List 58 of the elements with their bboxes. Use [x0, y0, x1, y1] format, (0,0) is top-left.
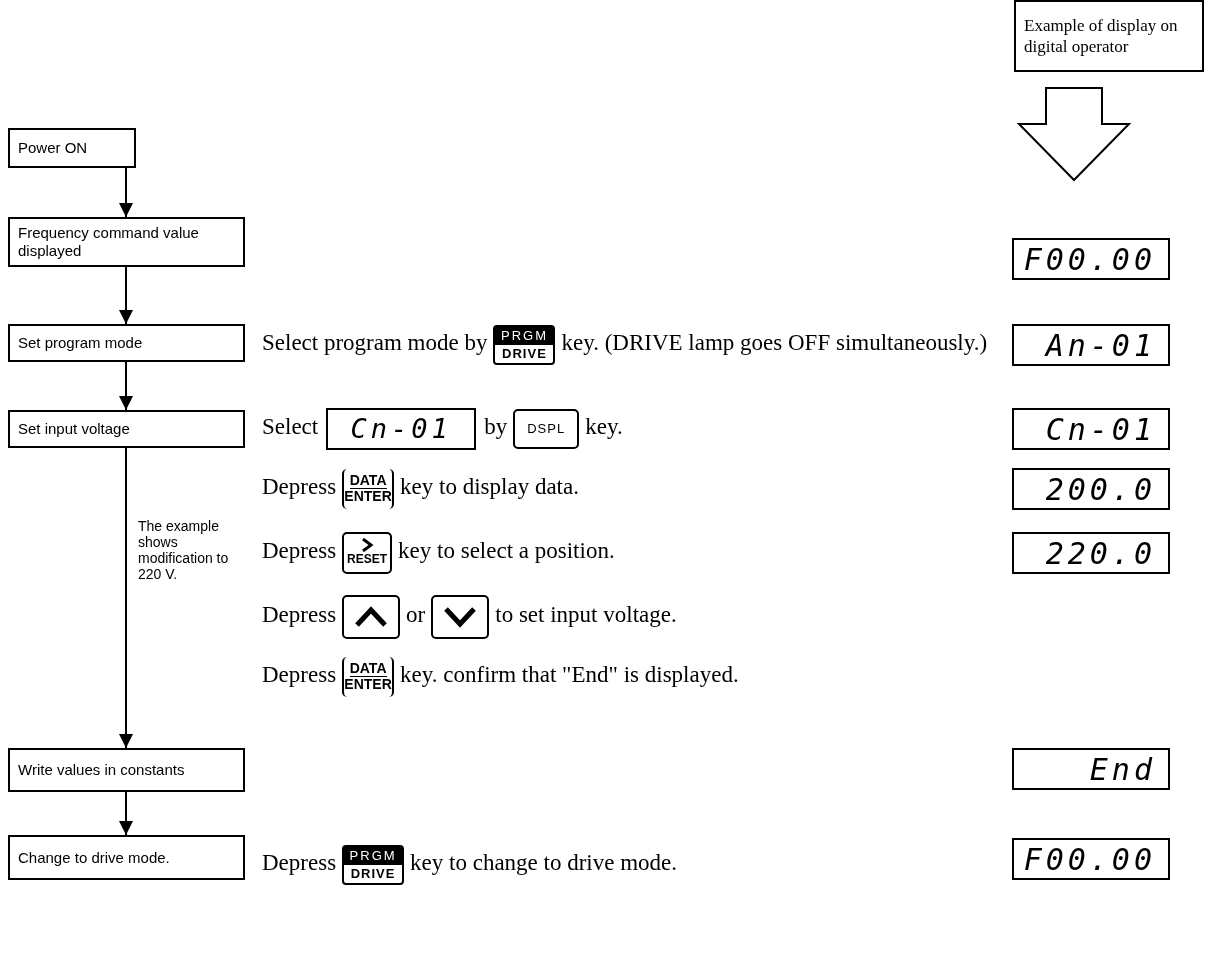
- arrow: [119, 361, 133, 411]
- hollow-arrow: [1016, 87, 1132, 182]
- instruction-text: Select: [262, 414, 319, 439]
- instruction-text: Select program mode by: [262, 330, 488, 355]
- instruction-text: Depress: [262, 538, 337, 563]
- process-box: [8, 410, 245, 448]
- instruction-text: by: [484, 414, 508, 439]
- instruction-text: Depress: [262, 474, 337, 499]
- instruction-text: Depress: [262, 850, 337, 875]
- display-readout: 200.0: [1045, 471, 1156, 507]
- display-readout: Cn-01: [1045, 411, 1156, 447]
- display-readout: End: [1089, 751, 1156, 787]
- process-box: [8, 748, 245, 792]
- display-screen: [1012, 468, 1170, 510]
- process-box: [8, 324, 245, 362]
- keypad-key: DATA ENTER: [342, 656, 395, 697]
- step-text: Write values in constants: [18, 761, 185, 779]
- instruction-text: key to display data.: [400, 474, 579, 499]
- display-screen: [1012, 532, 1170, 574]
- keypad-key: RESET: [342, 531, 393, 574]
- display-screen: [1012, 408, 1170, 450]
- instruction-text: or: [406, 602, 426, 627]
- keypad-key: PRGM DRIVE: [493, 324, 556, 365]
- arrow: [119, 266, 133, 325]
- process-box: [8, 128, 136, 168]
- keypad-key: DSPL: [513, 408, 580, 449]
- step-text: Frequency command value displayed: [18, 224, 200, 260]
- process-box: [8, 835, 245, 880]
- display-readout: Cn-01: [326, 407, 477, 450]
- instruction-text: key to select a position.: [398, 538, 615, 563]
- arrow: [119, 447, 133, 749]
- label-box: [1014, 0, 1204, 72]
- instruction-text: to set input voltage.: [495, 602, 677, 627]
- keypad-key: PRGM DRIVE: [342, 844, 405, 885]
- display-screen: [1012, 238, 1170, 280]
- step-text: Power ON: [18, 139, 88, 157]
- display-readout: 220.0: [1045, 535, 1156, 571]
- side-note: The example shows modification to 220 V.: [138, 518, 230, 582]
- step-text: Set input voltage: [18, 420, 130, 438]
- instruction-text: key. (DRIVE lamp goes OFF simultaneously.): [561, 330, 988, 355]
- display-readout: F00.00: [1023, 841, 1156, 877]
- arrow: [119, 791, 133, 836]
- display-readout: F00.00: [1023, 241, 1156, 277]
- instruction-text: Depress: [262, 662, 337, 687]
- arrow: [119, 167, 133, 218]
- keypad-key: DATA ENTER: [342, 468, 395, 509]
- instruction-text: key. confirm that "End" is displayed.: [400, 662, 739, 687]
- step-text: Set program mode: [18, 334, 143, 352]
- box-text: Example of display on digital operator: [1024, 15, 1179, 57]
- step-text: Change to drive mode.: [18, 848, 170, 867]
- display-screen: [1012, 748, 1170, 790]
- instruction-text: key.: [585, 414, 623, 439]
- process-box: [8, 217, 245, 267]
- instruction-text: key to change to drive mode.: [410, 850, 678, 875]
- instruction-text: Depress: [262, 602, 337, 627]
- display-screen: [1012, 324, 1170, 366]
- display-screen: [1012, 838, 1170, 880]
- display-readout: An-01: [1045, 327, 1156, 363]
